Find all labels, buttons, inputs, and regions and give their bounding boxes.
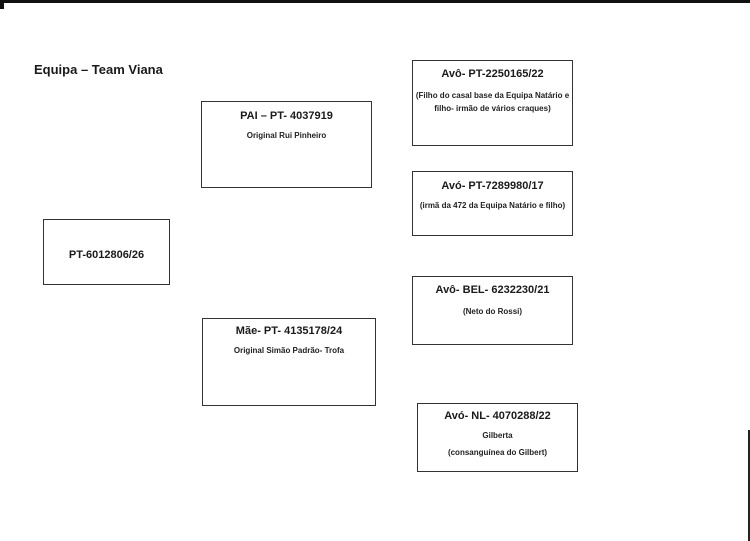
grandparent-3-note: (Neto do Rossi) [462, 307, 523, 316]
grandparent-4-box: Avó- NL- 4070288/22 Gilberta (consanguín… [417, 403, 578, 472]
grandparent-3-label: Avô- BEL- 6232230/21 [435, 284, 550, 296]
subject-label: PT-6012806/26 [68, 249, 145, 261]
grandparent-1-box: Avô- PT-2250165/22 (Filho do casal base … [412, 60, 573, 146]
grandparent-1-note: (Filho do casal base da Equipa Natário e… [415, 91, 570, 113]
grandparent-4-label: Avó- NL- 4070288/22 [444, 410, 551, 422]
father-note: Original Rui Pinheiro [246, 131, 327, 140]
grandparent-1-label: Avô- PT-2250165/22 [441, 68, 544, 80]
scan-border-top [0, 0, 750, 3]
scan-corner-mark [0, 3, 4, 9]
grandparent-4-note-2: (consanguínea do Gilbert) [447, 448, 548, 457]
page-title: Equipa – Team Viana [34, 62, 163, 77]
subject-box: PT-6012806/26 [43, 219, 170, 285]
grandparent-2-box: Avó- PT-7289980/17 (irmã da 472 da Equip… [412, 171, 573, 236]
mother-box: Mãe- PT- 4135178/24 Original Simão Padrã… [202, 318, 376, 406]
father-label: PAI – PT- 4037919 [240, 110, 333, 122]
grandparent-2-label: Avó- PT-7289980/17 [441, 180, 544, 192]
grandparent-3-box: Avô- BEL- 6232230/21 (Neto do Rossi) [412, 276, 573, 345]
mother-label: Mãe- PT- 4135178/24 [235, 325, 343, 337]
grandparent-2-note: (irmã da 472 da Equipa Natário e filho) [419, 201, 566, 210]
scan-border-right [748, 430, 750, 541]
grandparent-4-note: Gilberta [482, 431, 513, 440]
mother-note: Original Simão Padrão- Trofa [233, 346, 345, 355]
father-box: PAI – PT- 4037919 Original Rui Pinheiro [201, 101, 372, 188]
